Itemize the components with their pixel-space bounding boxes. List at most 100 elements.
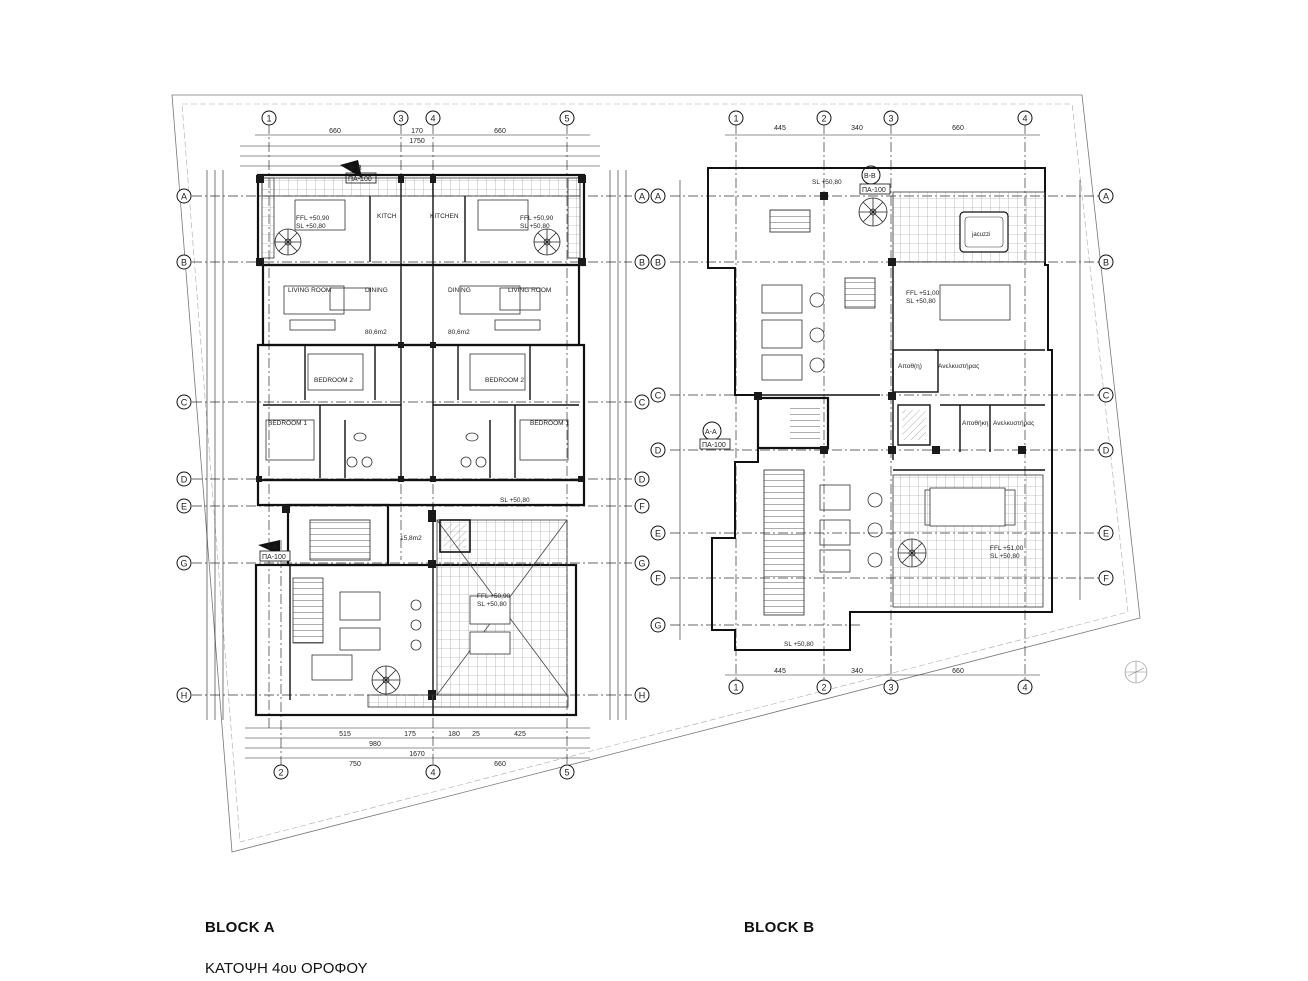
svg-text:A-A: A-A bbox=[705, 429, 717, 436]
room-bedroom1-right: BEDROOM 1 bbox=[530, 420, 569, 427]
row-b-right-bubble bbox=[1098, 254, 1114, 270]
room-jacuzzi: jacuzzi bbox=[971, 232, 990, 238]
area-label-right: 80,6m2 bbox=[448, 329, 470, 336]
dimension-label: 445 bbox=[774, 125, 786, 132]
axis-a-bottom-label: 5 bbox=[564, 768, 569, 778]
axis-b-top-label: 4 bbox=[1022, 114, 1027, 124]
dimension-label: 25 bbox=[472, 731, 480, 738]
level-label: SL +50,80 bbox=[812, 179, 842, 186]
dimension-label: 340 bbox=[851, 668, 863, 675]
level-label: SL +50,80 bbox=[906, 298, 936, 305]
svg-text:B-B: B-B bbox=[350, 165, 362, 172]
section-marker-a-a-blockb: A-A ΠA-100 bbox=[699, 421, 731, 450]
dimension-label: 170 bbox=[411, 128, 423, 135]
level-label: SL +50,80 bbox=[500, 497, 530, 504]
row-a-left-label: A bbox=[181, 192, 187, 202]
axis-b-top-label: 1 bbox=[733, 114, 738, 124]
north-arrow-icon bbox=[1124, 660, 1148, 684]
row-b-left-label: C bbox=[655, 391, 662, 401]
axis-a-bottom-bubble bbox=[425, 764, 441, 780]
caption-block-b: BLOCK B bbox=[744, 919, 815, 936]
room-kitchen-left: KITCH bbox=[377, 213, 397, 220]
dimension-label: 660 bbox=[952, 125, 964, 132]
axis-a-bottom-label: 2 bbox=[278, 768, 283, 778]
axis-a-top-bubble bbox=[261, 110, 277, 126]
dimension-label: 180 bbox=[448, 731, 460, 738]
dimension-label: 175 bbox=[404, 731, 416, 738]
row-b-left-bubble bbox=[650, 525, 666, 541]
row-a-left-bubble bbox=[176, 555, 192, 571]
axis-a-top-bubble bbox=[425, 110, 441, 126]
row-b-right-bubble bbox=[1098, 442, 1114, 458]
row-b-right-label: A bbox=[1103, 192, 1109, 202]
axis-b-bottom-label: 3 bbox=[888, 683, 893, 693]
row-a-right-label: D bbox=[639, 475, 646, 485]
svg-text:ΠA-100: ΠA-100 bbox=[862, 187, 886, 194]
svg-text:ΠA-100: ΠA-100 bbox=[348, 176, 372, 183]
room-dining-left: DINING bbox=[365, 287, 388, 294]
row-b-left-bubble bbox=[650, 570, 666, 586]
section-marker-b-b: B-B ΠA-100 bbox=[340, 160, 377, 184]
axis-b-bottom-label: 4 bbox=[1022, 683, 1027, 693]
room-bedroom2-right: BEDROOM 2 bbox=[485, 377, 524, 384]
level-label: FFL +50,90 bbox=[296, 215, 330, 222]
row-b-left-label: G bbox=[654, 621, 661, 631]
level-label: SL +50,80 bbox=[477, 601, 507, 608]
row-b-right-label: B bbox=[1103, 258, 1109, 268]
row-a-right-label: G bbox=[638, 559, 645, 569]
area-label-core: 15,8m2 bbox=[400, 535, 422, 542]
section-marker-b-b-blockb: B-B ΠA-100 bbox=[859, 165, 891, 195]
level-label: SL +50,80 bbox=[990, 553, 1020, 560]
row-a-left-bubble bbox=[176, 687, 192, 703]
row-a-left-bubble bbox=[176, 254, 192, 270]
svg-text:B-B: B-B bbox=[864, 173, 876, 180]
axis-b-top-bubble bbox=[1017, 110, 1033, 126]
row-b-right-label: E bbox=[1103, 529, 1109, 539]
axis-a-top-bubble bbox=[559, 110, 575, 126]
dimension-label: 660 bbox=[494, 128, 506, 135]
row-b-left-bubble bbox=[650, 617, 666, 633]
axis-b-top-label: 2 bbox=[821, 114, 826, 124]
room-ancillary1: Ανελκυστήρας bbox=[938, 363, 979, 370]
axis-b-bottom-bubble bbox=[816, 679, 832, 695]
axis-a-top-label: 1 bbox=[266, 114, 271, 124]
row-b-left-label: E bbox=[655, 529, 661, 539]
room-bedroom2-left: BEDROOM 2 bbox=[314, 377, 353, 384]
room-storage1: Αποθ(η) bbox=[898, 363, 922, 370]
level-label: FFL +51,00 bbox=[906, 290, 940, 297]
row-b-left-label: F bbox=[655, 574, 661, 584]
row-b-left-label: A bbox=[655, 192, 661, 202]
axis-b-bottom-bubble bbox=[883, 679, 899, 695]
site-boundary bbox=[171, 94, 1141, 853]
svg-text:A-A: A-A bbox=[266, 544, 278, 551]
axis-b-top-bubble bbox=[728, 110, 744, 126]
row-a-right-bubble bbox=[634, 394, 650, 410]
row-a-right-bubble bbox=[634, 687, 650, 703]
level-label: FFL +50,90 bbox=[477, 593, 511, 600]
svg-text:ΠA-100: ΠA-100 bbox=[262, 554, 286, 561]
floor-plan-title: ΚΑΤΟΨΗ 4ου ΟΡΟΦΟΥ bbox=[205, 960, 368, 977]
dimension-label: 660 bbox=[494, 761, 506, 768]
dimension-label: 515 bbox=[339, 731, 351, 738]
dimension-label: 425 bbox=[514, 731, 526, 738]
row-b-left-label: D bbox=[655, 446, 662, 456]
row-a-left-label: B bbox=[181, 258, 187, 268]
axis-a-top-label: 5 bbox=[564, 114, 569, 124]
row-b-right-bubble bbox=[1098, 570, 1114, 586]
axis-a-top-label: 3 bbox=[398, 114, 403, 124]
dimension-label: 750 bbox=[349, 761, 361, 768]
row-a-right-bubble bbox=[634, 555, 650, 571]
row-a-right-label: C bbox=[639, 398, 646, 408]
room-bedroom1-left: BEDROOM 1 bbox=[268, 420, 307, 427]
axis-a-bottom-bubble bbox=[559, 764, 575, 780]
row-a-left-bubble bbox=[176, 394, 192, 410]
svg-text:ΠA-100: ΠA-100 bbox=[702, 442, 726, 449]
axis-a-top-bubble bbox=[393, 110, 409, 126]
row-a-left-bubble bbox=[176, 471, 192, 487]
row-b-right-bubble bbox=[1098, 525, 1114, 541]
row-b-right-label: C bbox=[1103, 391, 1110, 401]
row-b-right-bubble bbox=[1098, 188, 1114, 204]
site-boundary-inner bbox=[181, 103, 1129, 843]
row-a-right-label: F bbox=[639, 502, 645, 512]
